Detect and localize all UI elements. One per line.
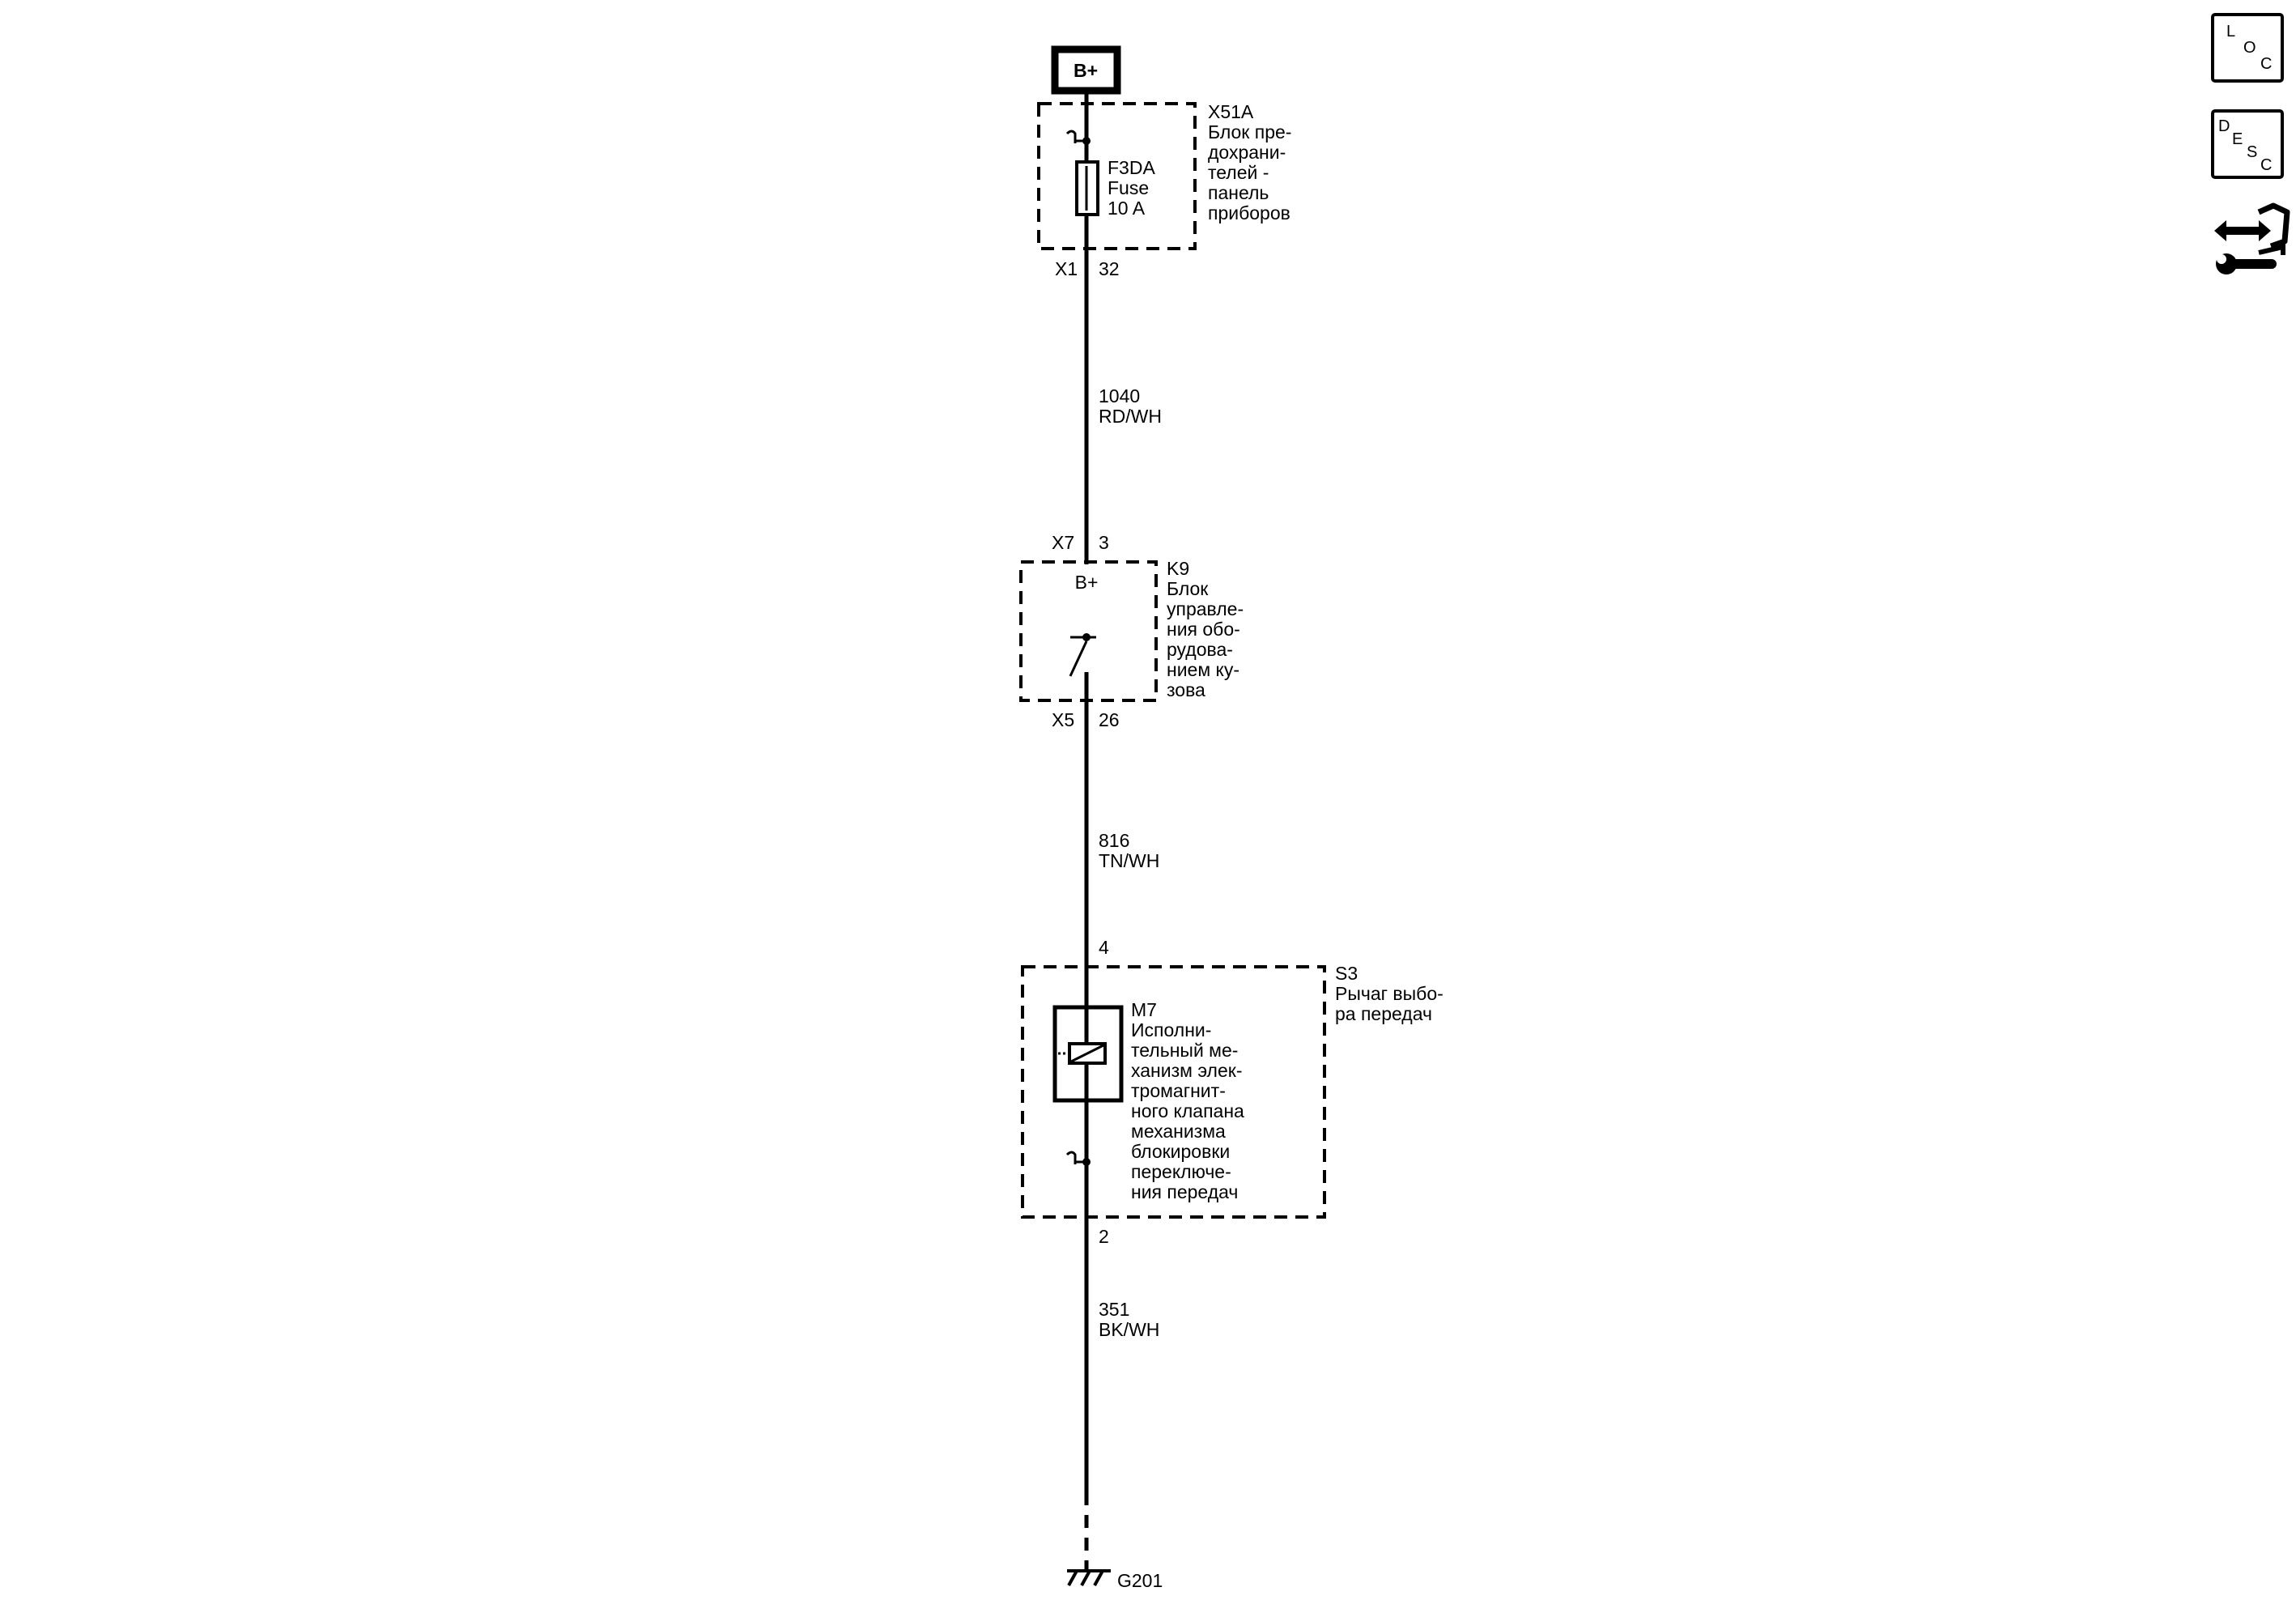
bcm-name-2: управле- <box>1167 598 1244 619</box>
actuator-name-2: тельный ме- <box>1131 1040 1238 1061</box>
actuator-id: M7 <box>1131 999 1157 1020</box>
shifter-in-pin: 4 <box>1099 937 1109 958</box>
body-control-module: X7 3 B+ K9 Блок управле- ния обо- рудова… <box>1019 532 1244 730</box>
loc-letter-c: C <box>2260 55 2272 73</box>
actuator-name-1: Исполни- <box>1131 1019 1211 1040</box>
shifter-name-1: Рычаг выбо- <box>1335 983 1444 1004</box>
desc-letter-c: C <box>2260 156 2272 174</box>
fuse-block-pin: 32 <box>1099 258 1120 279</box>
bcm-id: K9 <box>1167 558 1189 579</box>
wire-1040: 1040 RD/WH <box>1084 251 1162 564</box>
fuse-label-1: F3DA <box>1108 157 1155 178</box>
fuse-label-2: Fuse <box>1108 177 1149 198</box>
switch-icon <box>1069 640 1088 677</box>
gear-selector: 4 S3 Рычаг выбо- ра передач M7 Исполни- … <box>1021 937 1444 1247</box>
actuator-name-9: ния передач <box>1131 1181 1238 1202</box>
loc-letter-o: O <box>2243 39 2256 57</box>
fuse-block-name-1: Блок пре- <box>1208 121 1291 143</box>
actuator-name-4: тромагнит- <box>1131 1080 1226 1101</box>
shifter-id: S3 <box>1335 963 1358 984</box>
fuse-block-id: X51A <box>1208 101 1254 122</box>
loc-letter-l: L <box>2226 23 2235 40</box>
actuator-name-6: механизма <box>1131 1121 1226 1142</box>
desc-letter-d: D <box>2218 117 2230 135</box>
wire-351: 351 BK/WH <box>1084 1217 1159 1561</box>
desc-letter-s: S <box>2247 143 2257 161</box>
power-source-label: B+ <box>1074 60 1098 81</box>
bcm-out-connector: X5 <box>1052 709 1074 730</box>
wire-816-circuit: 816 <box>1099 830 1129 851</box>
fuse-block-name-3: телей - <box>1208 162 1269 183</box>
shifter-out-pin: 2 <box>1099 1226 1109 1247</box>
fuse-block-name-5: приборов <box>1208 202 1290 223</box>
ground-id: G201 <box>1117 1570 1163 1591</box>
wire-351-circuit: 351 <box>1099 1299 1129 1320</box>
wire-1040-circuit: 1040 <box>1099 385 1140 406</box>
wire-351-color: BK/WH <box>1099 1319 1159 1340</box>
bcm-in-pin: 3 <box>1099 532 1109 553</box>
actuator-name-5: ного клапана <box>1131 1100 1244 1121</box>
wire-816-color: TN/WH <box>1099 850 1159 871</box>
bcm-out-pin: 26 <box>1099 709 1120 730</box>
fuse-block-connector: X1 <box>1055 258 1078 279</box>
bcm-name-6: зова <box>1167 679 1205 700</box>
wrench-arrow-icon[interactable] <box>2214 202 2290 274</box>
fuse-block: F3DA Fuse 10 A X51A Блок пре- дохрани- т… <box>1037 101 1291 279</box>
actuator-name-3: ханизм элек- <box>1131 1060 1243 1081</box>
bcm-name-3: ния обо- <box>1167 619 1240 640</box>
solenoid-icon <box>1058 1042 1107 1065</box>
desc-letter-e: E <box>2232 130 2243 148</box>
shifter-name-2: ра передач <box>1335 1003 1432 1024</box>
fuse-icon <box>1075 160 1099 216</box>
bcm-supply-label: B+ <box>1075 572 1099 593</box>
desc-button[interactable]: D E S C <box>2211 109 2284 179</box>
power-source: B+ <box>1051 45 1121 95</box>
bcm-name-1: Блок <box>1167 578 1209 599</box>
bcm-name-4: рудова- <box>1167 639 1233 660</box>
actuator-name-8: переключе- <box>1131 1161 1231 1182</box>
actuator-name-7: блокировки <box>1131 1141 1230 1162</box>
bcm-in-connector: X7 <box>1052 532 1074 553</box>
wire-816: 816 TN/WH <box>1084 700 1159 967</box>
bcm-name-5: нием ку- <box>1167 659 1239 680</box>
wire-1040-color: RD/WH <box>1099 406 1162 427</box>
fuse-block-name-4: панель <box>1208 182 1269 203</box>
fuse-block-name-2: дохрани- <box>1208 142 1286 163</box>
ground-symbol: G201 <box>1067 1561 1163 1591</box>
fuse-label-3: 10 A <box>1108 198 1146 219</box>
loc-button[interactable]: L O C <box>2211 13 2284 83</box>
